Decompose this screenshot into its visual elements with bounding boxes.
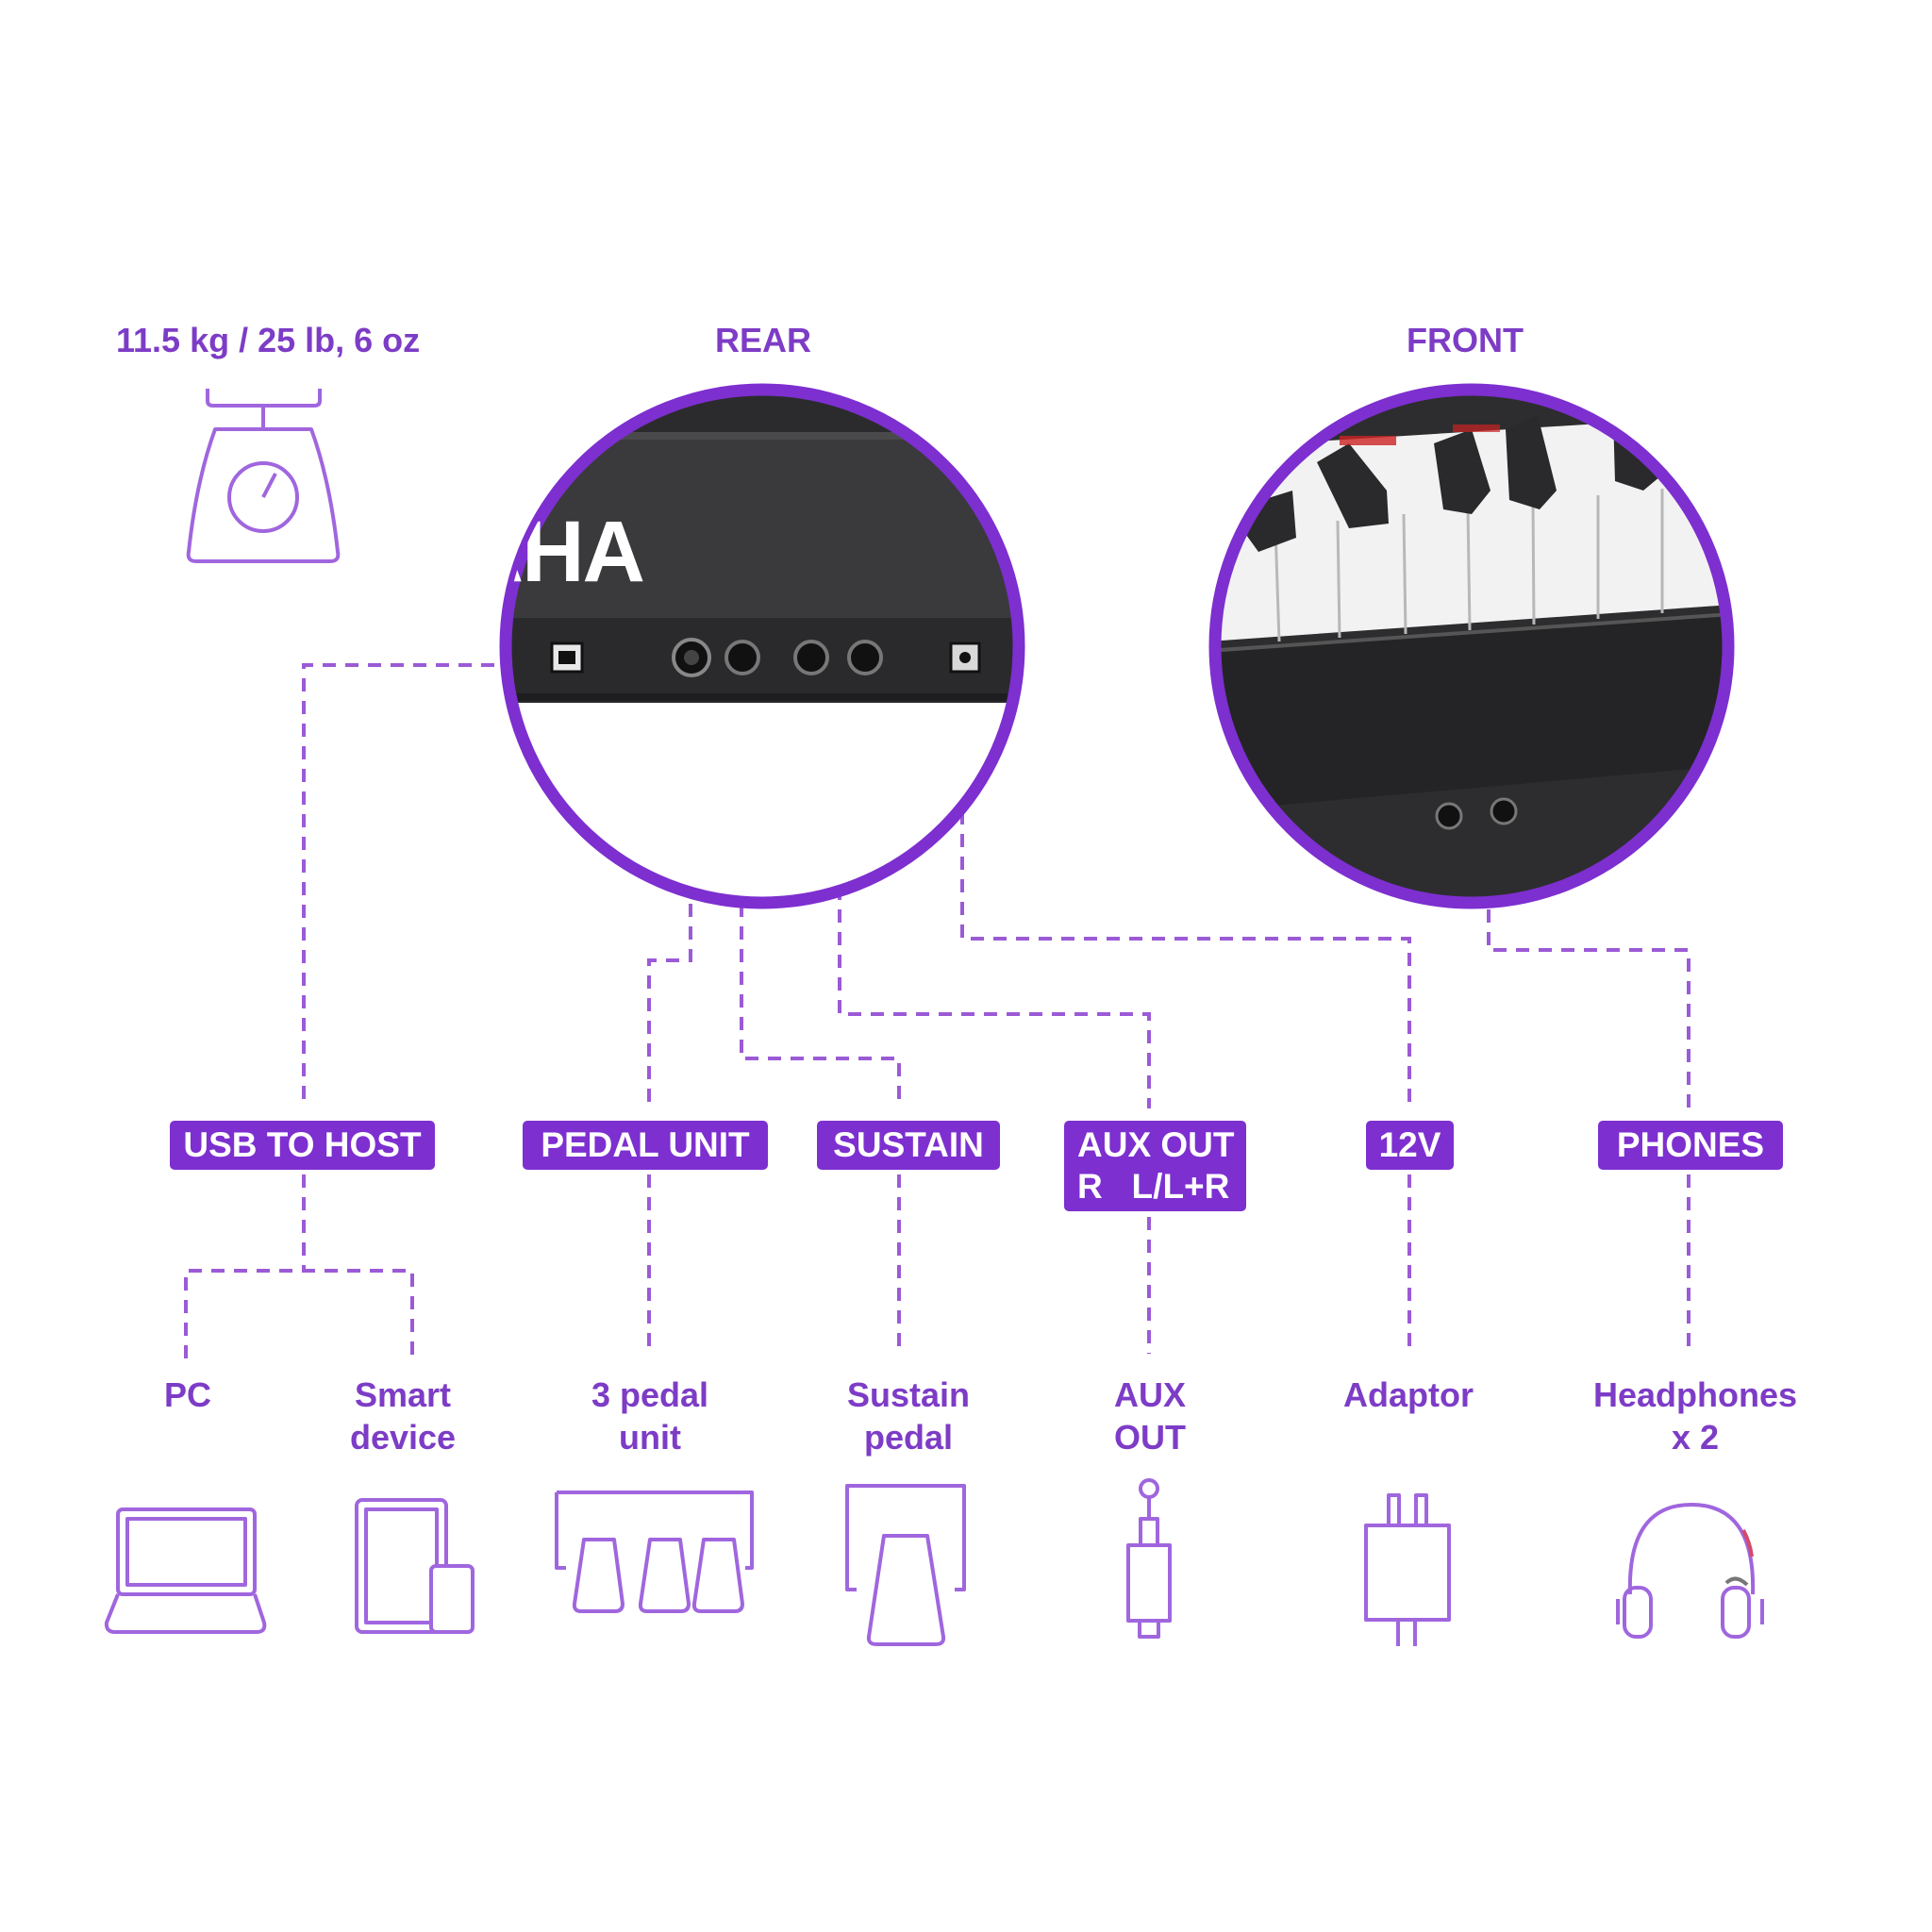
phones-label: PHONES (1598, 1121, 1783, 1170)
headphones-label-line1: Headphones (1592, 1375, 1798, 1414)
rear-panel-photo (499, 383, 1025, 909)
sustain-pedal-label: Sustain pedal (795, 1374, 1022, 1458)
usb-split-connector (184, 1269, 414, 1358)
headphones-cable-mark (1724, 1529, 1754, 1587)
aux-out-label: AUX OUT R L/L+R (1064, 1121, 1246, 1211)
rear-heading: REAR (715, 321, 812, 359)
front-heading: FRONT (1407, 321, 1524, 359)
pedal-unit-connector (647, 700, 692, 1108)
scale-icon (186, 389, 341, 563)
usb-port (550, 641, 584, 674)
aux-out-device-label: AUX OUT (1037, 1374, 1263, 1458)
sustain-port (724, 640, 760, 675)
phones-jack-2 (1490, 797, 1518, 825)
three-pedal-unit-label: 3 pedal unit (537, 1374, 763, 1458)
smart-device-label-line2: device (349, 1418, 457, 1457)
aux-out-label-line2: R L/L+R (1077, 1167, 1230, 1206)
usb-to-host-label: USB TO HOST (170, 1121, 435, 1170)
pc-label-text: PC (163, 1375, 211, 1414)
pedal-unit-label: PEDAL UNIT (523, 1121, 768, 1170)
aux-out-device-label-line1: AUX (1113, 1375, 1186, 1414)
audio-jack-icon (1126, 1478, 1172, 1639)
aux-out-r-port (793, 640, 829, 675)
headphones-label: Headphones x 2 (1582, 1374, 1808, 1458)
headphones-label-line2: x 2 (1671, 1418, 1720, 1457)
front-panel-photo (1208, 383, 1735, 909)
aux-out-device-label-line2: OUT (1114, 1418, 1186, 1457)
sustain-pedal-label-line2: pedal (863, 1418, 954, 1457)
smart-device-label: Smart device (290, 1374, 516, 1458)
headphones-icon (1616, 1503, 1764, 1639)
power-12v-label: 12V (1366, 1121, 1454, 1170)
sustain-label: SUSTAIN (817, 1121, 1000, 1170)
three-pedal-unit-label-line2: unit (619, 1418, 681, 1457)
dc-in-port (949, 641, 981, 674)
tablet-phone-icon (355, 1498, 475, 1634)
adaptor-label: Adaptor (1295, 1374, 1522, 1416)
connector-lines (184, 663, 1690, 1358)
aux-out-label-line1: AUX OUT (1077, 1125, 1235, 1164)
three-pedal-unit-label-line1: 3 pedal (591, 1375, 709, 1414)
usb-connector (302, 663, 540, 1108)
laptop-icon (104, 1507, 267, 1634)
adaptor-label-text: Adaptor (1343, 1375, 1474, 1414)
pc-label: PC (75, 1374, 301, 1416)
power-adaptor-icon (1364, 1493, 1451, 1646)
three-pedal-icon (555, 1491, 754, 1613)
sustain-connector (740, 700, 901, 1108)
power-connector (960, 698, 1411, 1108)
phones-jack-1 (1435, 802, 1463, 830)
smart-device-label-line1: Smart (354, 1375, 452, 1414)
sustain-pedal-icon (845, 1484, 966, 1646)
sustain-pedal-label-line1: Sustain (846, 1375, 971, 1414)
aux-out-l-port (847, 640, 883, 675)
weight-label: 11.5 kg / 25 lb, 6 oz (116, 321, 421, 359)
